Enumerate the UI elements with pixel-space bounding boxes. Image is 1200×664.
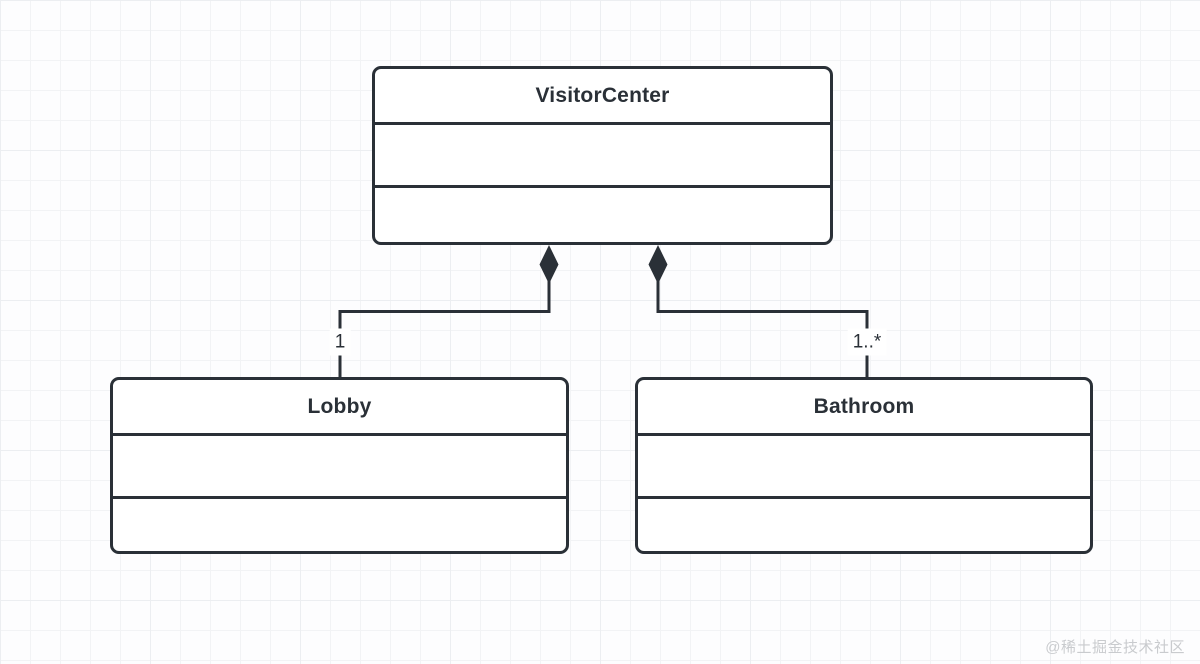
class-attributes-compartment (638, 433, 1090, 499)
composition-diamond-lobby-icon (539, 245, 559, 284)
composition-link-lobby (338, 280, 551, 377)
class-title-visitorcenter: VisitorCenter (535, 83, 670, 107)
multiplicity-label-bathroom: 1..* (847, 328, 887, 356)
class-operations-compartment (638, 499, 1090, 551)
class-box-visitorcenter: VisitorCenter (372, 66, 833, 245)
multiplicity-label-lobby: 1 (329, 328, 351, 356)
class-operations-compartment (113, 499, 566, 551)
class-title-bathroom: Bathroom (813, 394, 915, 418)
class-box-lobby: Lobby (110, 377, 569, 554)
class-attributes-compartment (113, 433, 566, 499)
class-operations-compartment (375, 188, 830, 242)
class-box-bathroom: Bathroom (635, 377, 1093, 554)
composition-diamond-bathroom-icon (648, 245, 668, 284)
composition-link-bathroom (656, 280, 869, 377)
class-title-lobby: Lobby (307, 394, 372, 418)
watermark: @稀土掘金技术社区 (1045, 639, 1185, 656)
class-attributes-compartment (375, 122, 830, 188)
